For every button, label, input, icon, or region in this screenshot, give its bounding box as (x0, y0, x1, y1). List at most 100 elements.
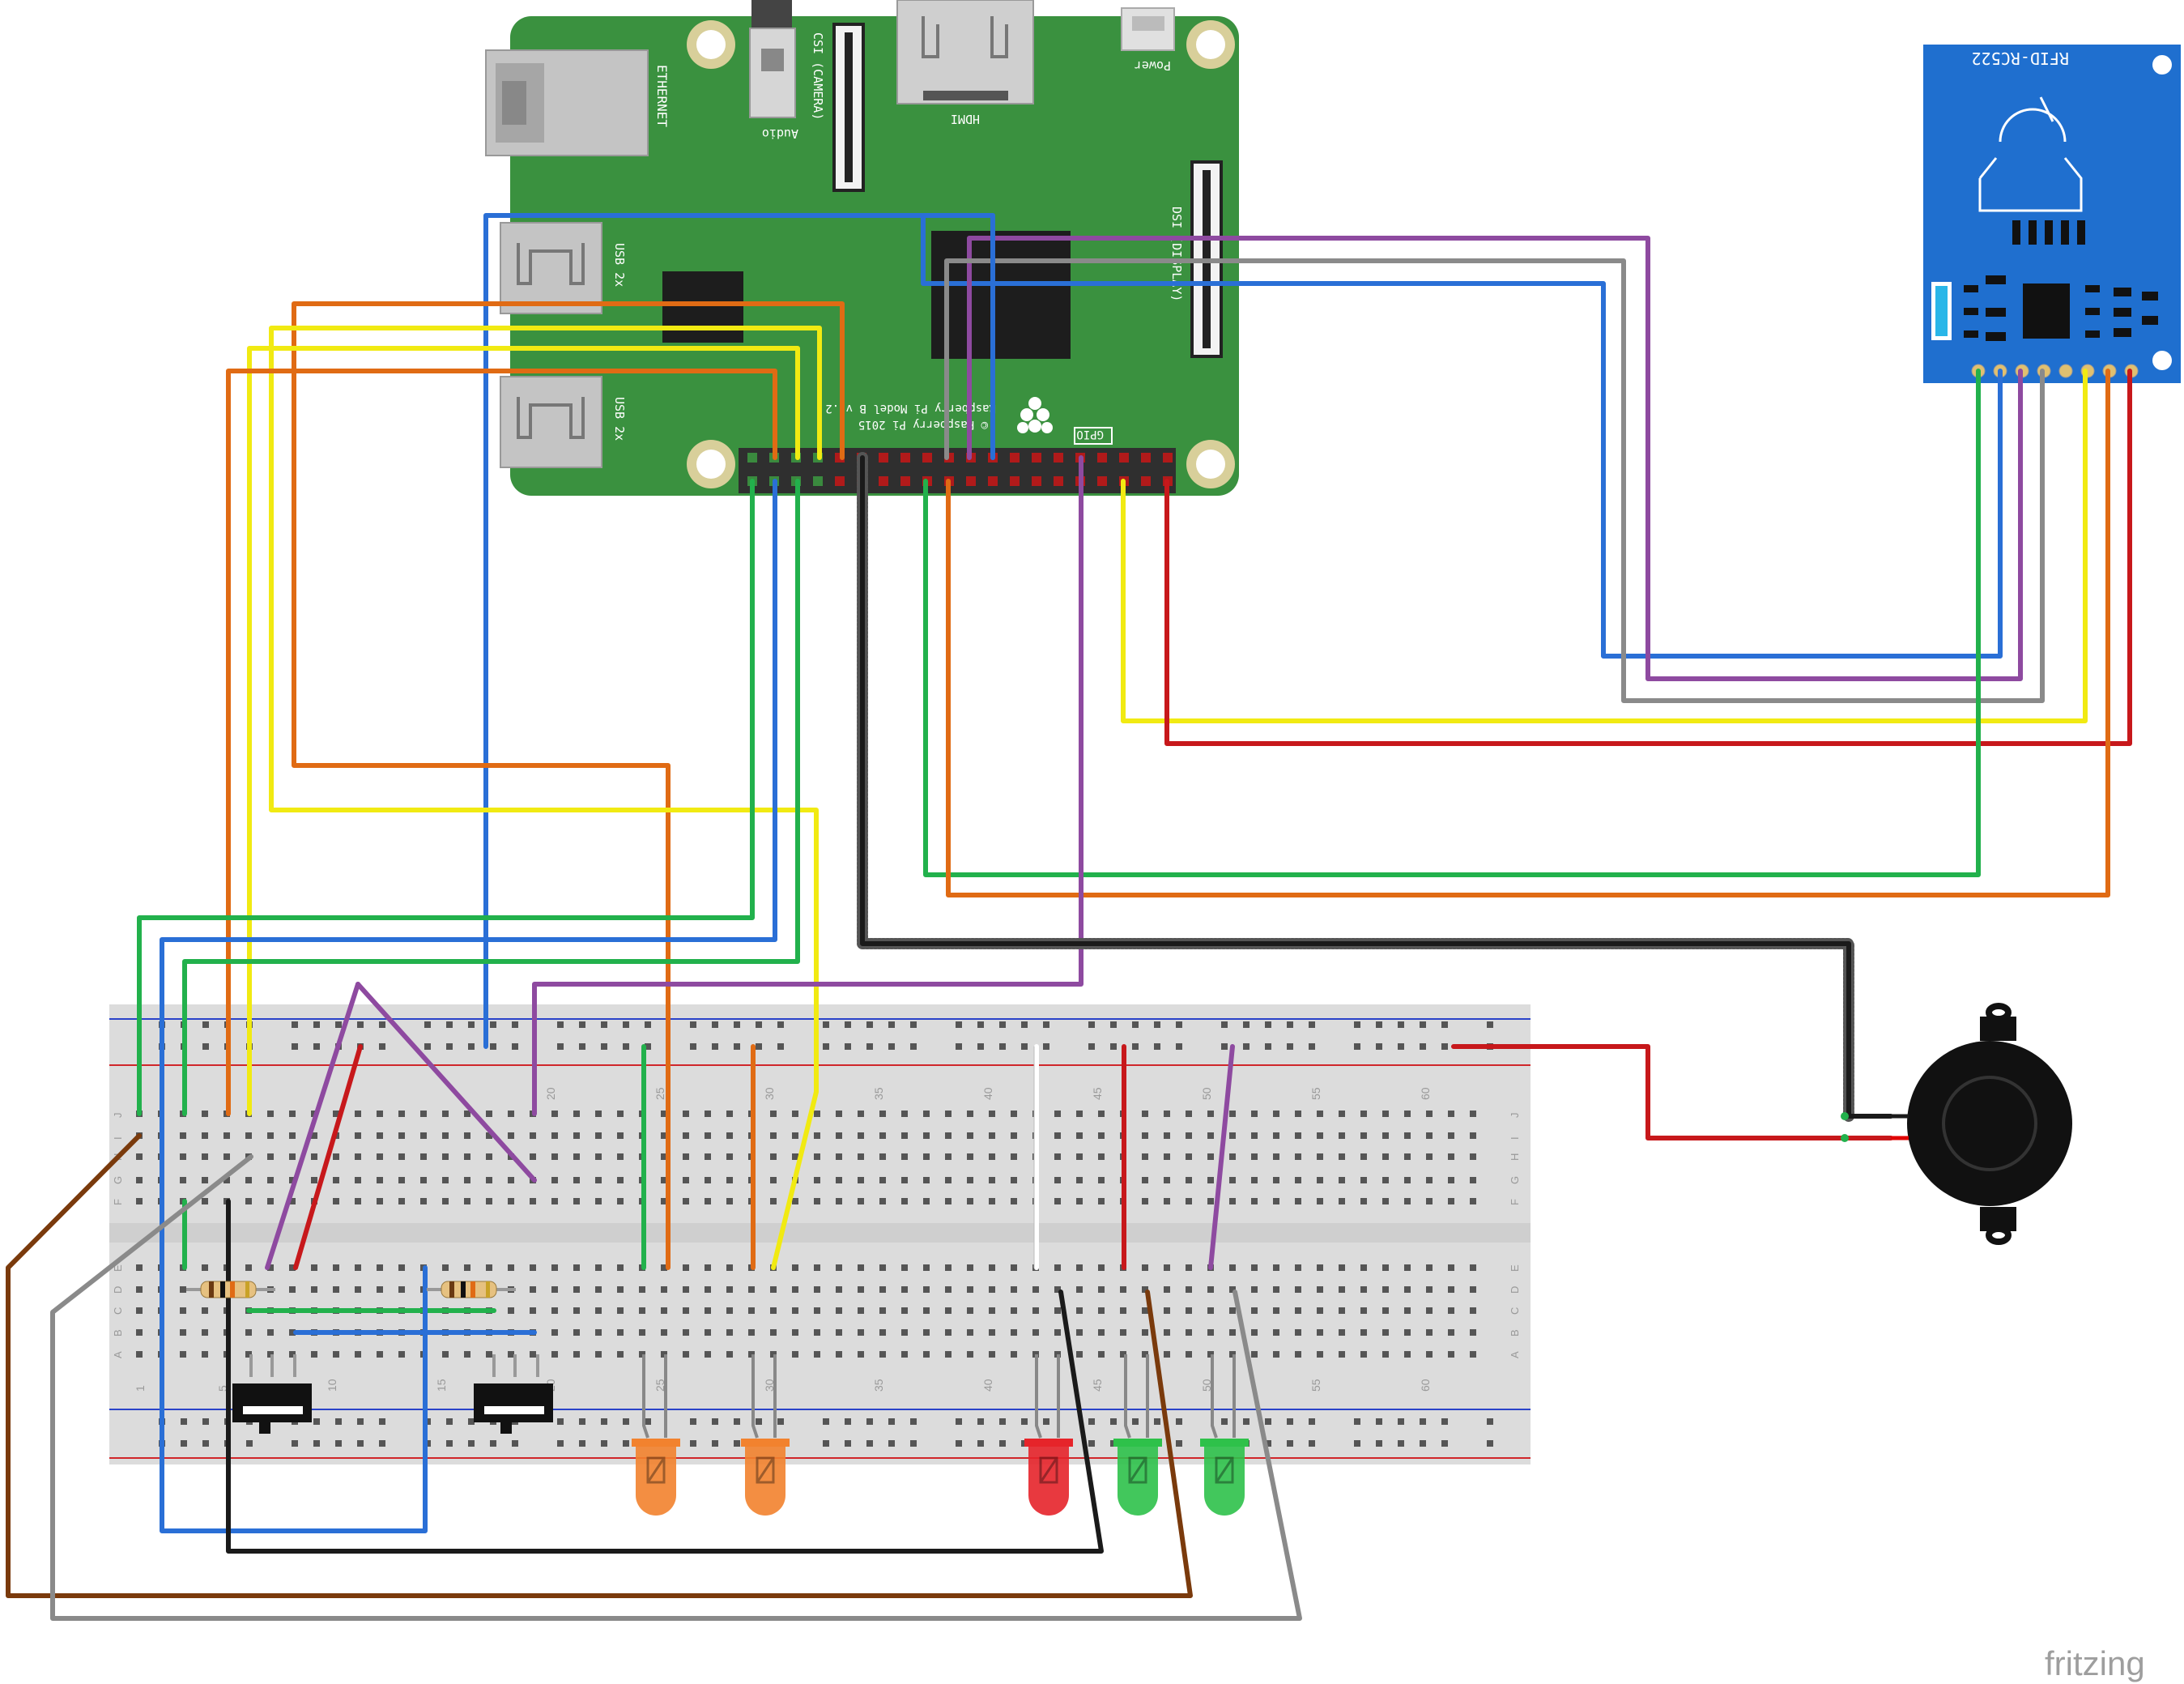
breadboard-hole (289, 1198, 296, 1204)
breadboard-hole (573, 1351, 580, 1358)
breadboard-hole (683, 1132, 689, 1139)
breadboard-hole (1229, 1177, 1236, 1183)
wire-red-jumper (293, 1044, 363, 1270)
rail-hole (1354, 1021, 1360, 1028)
breadboard-hole (1207, 1286, 1214, 1293)
breadboard-hole (705, 1307, 711, 1314)
breadboard-hole (814, 1307, 820, 1314)
breadboard-hole (617, 1177, 624, 1183)
breadboard-hole (1382, 1132, 1389, 1139)
breadboard-hole (1054, 1329, 1061, 1336)
breadboard-hole (1098, 1264, 1105, 1271)
rfid-smd-parts (1931, 220, 2158, 341)
wire-black-led-gnd (226, 1199, 1104, 1554)
breadboard-column-number: 55 (1309, 1087, 1322, 1100)
breadboard-hole (202, 1329, 208, 1336)
breadboard-hole (1339, 1307, 1345, 1314)
rail-hole (557, 1043, 564, 1050)
breadboard-hole (1426, 1132, 1433, 1139)
breadboard-hole (1360, 1329, 1367, 1336)
rfid-pin (2058, 364, 2073, 378)
rail-hole (424, 1021, 431, 1028)
breadboard-hole (508, 1264, 514, 1271)
breadboard-hole (1448, 1111, 1454, 1117)
breadboard-row-letter: B (1509, 1329, 1521, 1337)
breadboard-hole (792, 1307, 798, 1314)
rail-hole (1398, 1440, 1404, 1447)
breadboard-hole (1164, 1307, 1170, 1314)
breadboard-hole (1229, 1132, 1236, 1139)
breadboard-hole (1339, 1286, 1345, 1293)
rail-hole (1420, 1440, 1426, 1447)
rail-hole (1441, 1021, 1448, 1028)
breadboard-hole (945, 1307, 952, 1314)
breadboard-column-number: 40 (981, 1087, 994, 1100)
gpio-pin (1097, 476, 1107, 486)
rail-hole (557, 1021, 564, 1028)
breadboard-hole (1295, 1264, 1301, 1271)
breadboard-hole (858, 1198, 864, 1204)
breadboard-row-letter: B (112, 1329, 124, 1337)
rail-hole (756, 1021, 762, 1028)
rail-hole (446, 1043, 453, 1050)
wire-black-gnd-to-buzzer (860, 455, 1893, 1119)
gpio-pin (1163, 453, 1173, 463)
rail-hole (1287, 1440, 1293, 1447)
breadboard-hole (1098, 1307, 1105, 1314)
breadboard-hole (661, 1111, 667, 1117)
breadboard-hole (1076, 1351, 1083, 1358)
breadboard-hole (683, 1307, 689, 1314)
rail-hole (1420, 1418, 1426, 1425)
breadboard-hole (464, 1198, 470, 1204)
breadboard-hole (377, 1111, 383, 1117)
rail-hole (777, 1418, 784, 1425)
rail-hole (690, 1021, 696, 1028)
breadboard-hole (1339, 1329, 1345, 1336)
rail-hole (956, 1440, 962, 1447)
breadboard-hole (180, 1286, 186, 1293)
breadboard-hole (967, 1177, 973, 1183)
rail-hole (888, 1418, 895, 1425)
breadboard-hole (1207, 1111, 1214, 1117)
rail-hole (512, 1043, 518, 1050)
breadboard-hole (464, 1264, 470, 1271)
breadboard-hole (1317, 1132, 1323, 1139)
breadboard-hole (1426, 1198, 1433, 1204)
breadboard-hole (901, 1286, 908, 1293)
breadboard-hole (1142, 1286, 1148, 1293)
breadboard-hole (551, 1264, 558, 1271)
rail-hole (823, 1418, 829, 1425)
breadboard-hole (180, 1132, 186, 1139)
breadboard-hole (530, 1307, 536, 1314)
breadboard-hole (945, 1177, 952, 1183)
wire-yellow-pi-to-breadboard-2 (247, 346, 800, 1116)
breadboard-hole (1251, 1177, 1258, 1183)
breadboard-row-letter: J (112, 1113, 124, 1119)
breadboard-hole (202, 1177, 208, 1183)
rail-hole (1309, 1418, 1315, 1425)
led-green (1113, 1354, 1162, 1516)
breadboard-hole (901, 1329, 908, 1336)
breadboard-hole (1076, 1111, 1083, 1117)
breadboard-hole (705, 1351, 711, 1358)
breadboard-hole (595, 1286, 602, 1293)
breadboard-row-letter: D (112, 1286, 124, 1294)
breadboard-hole (1120, 1351, 1126, 1358)
breadboard-row-letter: I (1509, 1136, 1521, 1140)
breadboard-hole (1120, 1329, 1126, 1336)
breadboard-hole (1360, 1132, 1367, 1139)
breadboard-hole (530, 1153, 536, 1160)
breadboard-hole (705, 1329, 711, 1336)
breadboard-hole (486, 1153, 492, 1160)
breadboard-hole (333, 1198, 339, 1204)
breadboard-hole (879, 1307, 886, 1314)
breadboard-hole (420, 1111, 427, 1117)
breadboard-hole (1207, 1177, 1214, 1183)
wire-gray-pi-to-rfid (944, 258, 2045, 703)
rail-hole (468, 1418, 475, 1425)
breadboard-hole (879, 1111, 886, 1117)
gpio-pin (1141, 476, 1151, 486)
breadboard-hole (1317, 1351, 1323, 1358)
breadboard-hole (180, 1351, 186, 1358)
